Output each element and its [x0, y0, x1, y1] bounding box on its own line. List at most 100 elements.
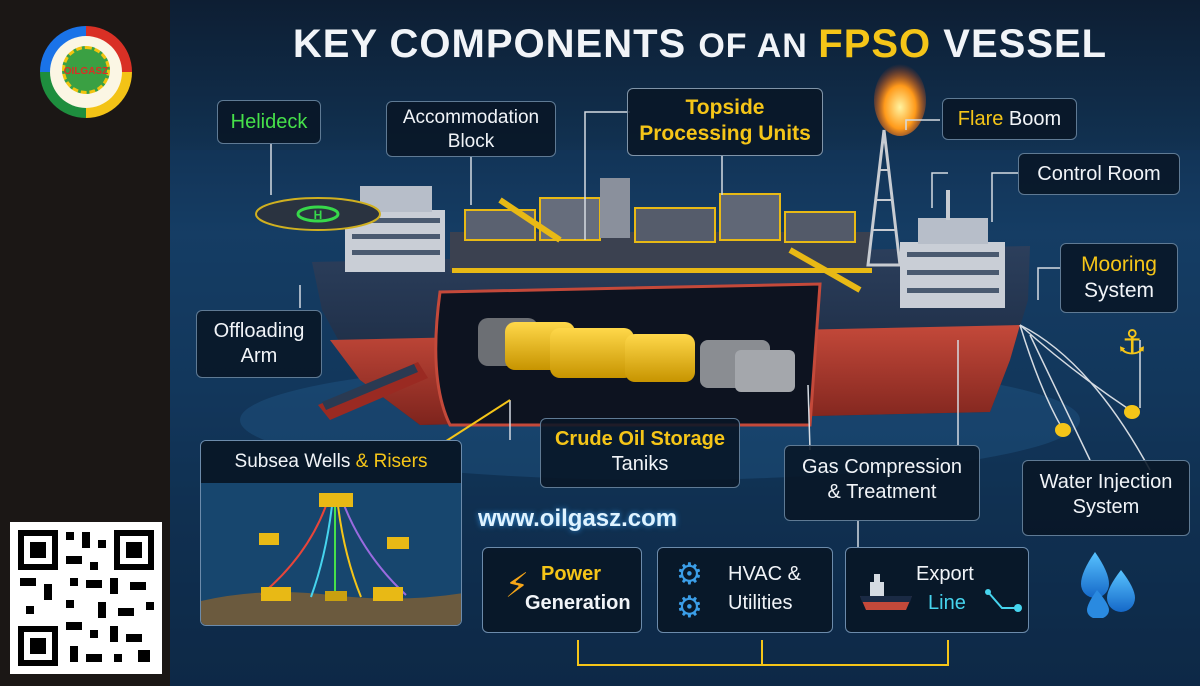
- control-room-label: Control Room: [1018, 153, 1180, 195]
- mooring-line: [1019, 324, 1063, 429]
- window-row: [352, 250, 440, 255]
- shuttle-tanker-deck: [322, 364, 418, 410]
- logo-text: OILGASZ: [63, 66, 109, 77]
- accommodation-line2: Block: [447, 130, 495, 152]
- deck-rail: [452, 268, 872, 273]
- tank: [735, 350, 795, 392]
- brand-sidebar: OILGASZ: [0, 0, 170, 686]
- flare-boom-label: Flare Boom: [942, 98, 1077, 140]
- topside-label: Topside Processing Units: [627, 88, 823, 156]
- mooring-line2: System: [1083, 279, 1154, 303]
- water-line1: Water Injection: [1039, 471, 1173, 493]
- title-part2: OF AN: [698, 27, 819, 65]
- website-link[interactable]: www.oilgasz.com: [478, 505, 678, 532]
- subsea-header: Subsea Wells & Risers: [201, 441, 461, 484]
- riser-links: [439, 399, 949, 666]
- window-row: [907, 270, 999, 275]
- lightning-icon: ⚡: [505, 567, 529, 605]
- wellhead: [325, 591, 347, 601]
- gas-line1: Gas Compression: [801, 456, 963, 478]
- oilgasz-logo[interactable]: OILGASZ: [40, 26, 132, 118]
- helideck-text: Helideck: [230, 111, 308, 133]
- anchor-icon: ⚓: [1116, 324, 1148, 362]
- process-module: [719, 193, 781, 241]
- window-row: [352, 218, 440, 223]
- mooring-line: [1019, 324, 1131, 411]
- process-module: [784, 211, 856, 243]
- gears-icon: ⚙⚙: [676, 558, 703, 624]
- wellhead: [261, 587, 291, 601]
- rov: [259, 533, 279, 545]
- process-module: [634, 207, 716, 243]
- export-line-box: Export Line: [845, 547, 1029, 633]
- crude-storage-label: Crude Oil Storage Taniks: [540, 418, 740, 488]
- subsea-panel: Subsea Wells & Risers: [200, 440, 462, 626]
- subsea-text-2: & Risers: [350, 451, 428, 472]
- gas-compression-label: Gas Compression & Treatment: [784, 445, 980, 521]
- flare-tower: [866, 129, 902, 267]
- window-row: [907, 252, 999, 257]
- tank: [550, 328, 634, 378]
- topside-line1: Topside: [685, 96, 765, 119]
- mast: [946, 190, 950, 220]
- callout-lines: [270, 111, 1141, 547]
- subsea-illustration: [201, 483, 461, 625]
- hvac-line2: Utilities: [728, 592, 793, 614]
- flare-text-2: Boom: [1003, 108, 1062, 130]
- helideck-label: Helideck: [217, 100, 321, 144]
- crude-line1: Crude Oil Storage: [554, 428, 726, 450]
- power-line1: Power: [541, 563, 602, 585]
- window-row: [907, 288, 999, 293]
- offloading-line1: Offloading: [213, 320, 305, 342]
- wellhead: [373, 587, 403, 601]
- water-injection-label: Water Injection System: [1022, 460, 1190, 536]
- helipad-marker: [296, 205, 340, 223]
- helipad-h: H: [314, 208, 323, 222]
- mooring-line: [1019, 324, 1151, 471]
- water-line2: System: [1072, 496, 1140, 518]
- tank: [625, 334, 695, 382]
- topside-line2: Processing Units: [639, 122, 811, 146]
- mooring-label: Mooring System: [1060, 243, 1178, 313]
- title-part1: KEY COMPONENTS: [292, 22, 699, 66]
- mooring-buoy: [1055, 423, 1071, 437]
- offloading-label: Offloading Arm: [196, 310, 322, 378]
- power-line2: Generation: [525, 592, 631, 614]
- pipeline-link-icon: [985, 589, 1022, 612]
- power-text: Power Generation: [525, 560, 631, 618]
- control-room-block: [918, 218, 988, 244]
- hvac-line1: HVAC &: [728, 563, 801, 585]
- crane: [788, 247, 862, 293]
- riser-manifold: [319, 493, 353, 507]
- logo-badge: [62, 46, 110, 94]
- flare-flame: [874, 64, 926, 136]
- offloading-line2: Arm: [240, 345, 278, 367]
- hvac-text: HVAC & Utilities: [728, 560, 801, 618]
- page-title: KEY COMPONENTS OF AN FPSO VESSEL: [250, 22, 1150, 67]
- window-row: [352, 234, 440, 239]
- flare-tower-braces: [872, 169, 896, 231]
- control-room-text: Control Room: [1037, 163, 1161, 185]
- export-text: Export Line: [916, 560, 974, 618]
- gas-line2: & Treatment: [827, 481, 937, 503]
- mooring-line1: Mooring: [1081, 253, 1157, 276]
- qr-pattern: [18, 530, 154, 666]
- mooring-buoy: [1124, 405, 1140, 419]
- subsea-text-1: Subsea Wells: [234, 451, 351, 472]
- ship-icon: [860, 574, 912, 610]
- accommodation-label: Accommodation Block: [386, 101, 556, 157]
- process-column: [600, 178, 630, 238]
- qr-code[interactable]: [10, 522, 162, 674]
- crane: [498, 197, 562, 243]
- water-drops-icon: [1081, 552, 1135, 618]
- export-line2: Line: [928, 592, 966, 614]
- title-part3: FPSO: [818, 22, 932, 66]
- rov: [387, 537, 409, 549]
- helideck-pad: [255, 197, 381, 231]
- title-part4: VESSEL: [931, 22, 1108, 66]
- accommodation-line1: Accommodation: [402, 107, 540, 128]
- power-generation-box: ⚡ Power Generation: [482, 547, 642, 633]
- hvac-box: ⚙⚙ HVAC & Utilities: [657, 547, 833, 633]
- flare-text-1: Flare: [957, 108, 1004, 130]
